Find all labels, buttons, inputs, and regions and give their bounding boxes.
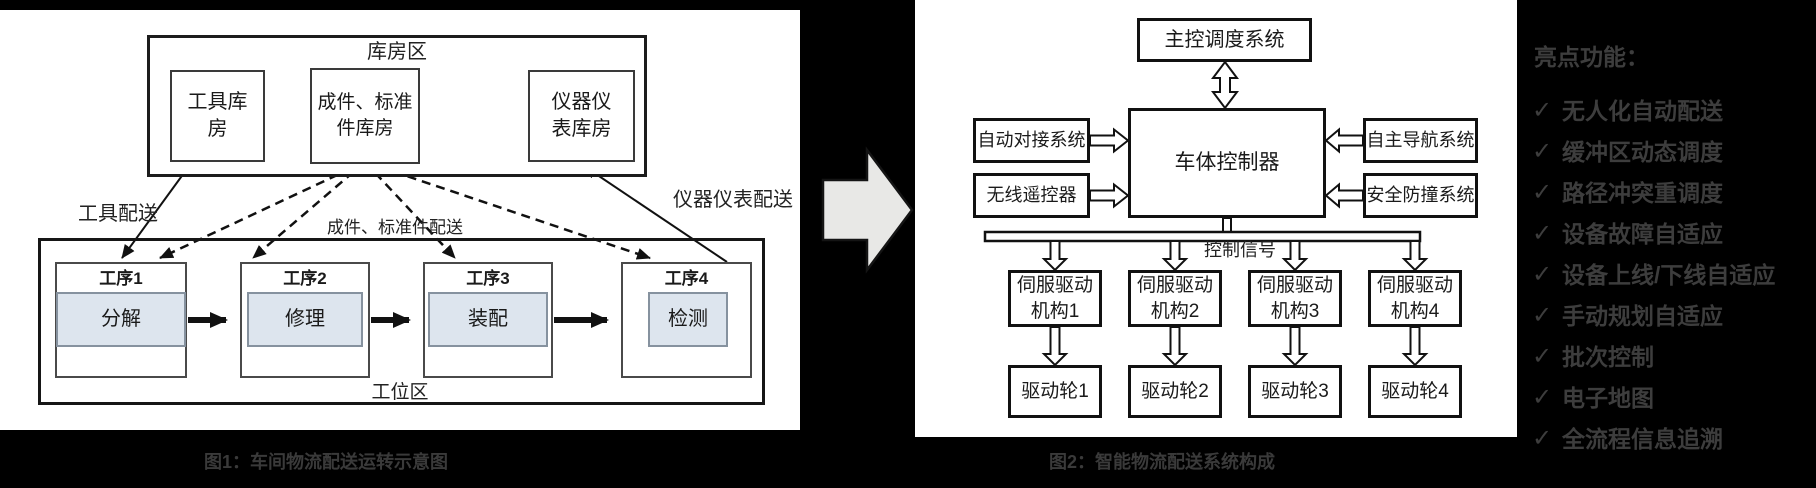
- highlight-text: 路径冲突重调度: [1562, 180, 1723, 206]
- docking-system-box: 自动对接系统: [973, 118, 1090, 163]
- highlight-text: 设备上线/下线自适应: [1562, 262, 1776, 288]
- task-assembly-box: 装配: [428, 292, 548, 347]
- list-item: ✓ 无人化自动配送: [1532, 97, 1814, 125]
- figure2-connectors: [983, 60, 1429, 367]
- check-icon: ✓: [1532, 179, 1553, 206]
- vehicle-controller-box: 车体控制器: [1128, 108, 1326, 218]
- drive-wheel-2-box: 驱动轮2: [1128, 365, 1222, 418]
- station-zone-box: [38, 238, 765, 405]
- highlight-text: 无人化自动配送: [1562, 98, 1723, 124]
- check-icon: ✓: [1532, 302, 1553, 329]
- highlight-text: 设备故障自适应: [1562, 221, 1723, 247]
- check-icon: ✓: [1532, 343, 1553, 370]
- hollow-arrows: [983, 60, 1429, 367]
- warehouse-zone-label: 库房区: [367, 41, 427, 63]
- parts-warehouse-box: 成件、标准件库房: [310, 68, 420, 164]
- highlight-text: 全流程信息追溯: [1562, 426, 1723, 452]
- instruments-delivery-label: 仪器仪表配送: [673, 189, 793, 211]
- servo-drive-4-box: 伺服驱动机构4: [1368, 270, 1462, 327]
- list-item: ✓ 电子地图: [1532, 384, 1814, 412]
- list-item: ✓ 设备上线/下线自适应: [1532, 261, 1814, 289]
- figure1-panel: 库房区 工具库房 成件、标准件库房 仪器仪表库房 工具配送 成件、标准件配送 仪…: [0, 10, 800, 430]
- figure1-connectors: [121, 160, 728, 328]
- check-icon: ✓: [1532, 261, 1553, 288]
- dashed-parts-delivery-lines: [159, 160, 651, 260]
- check-icon: ✓: [1532, 425, 1553, 452]
- highlight-text: 缓冲区动态调度: [1562, 139, 1723, 165]
- highlights-list: ✓ 无人化自动配送 ✓ 缓冲区动态调度 ✓ 路径冲突重调度 ✓ 设备故障自适应 ✓ 设备上…: [1532, 97, 1814, 453]
- highlight-text: 电子地图: [1562, 385, 1654, 411]
- check-icon: ✓: [1532, 384, 1553, 411]
- instrument-warehouse-box: 仪器仪表库房: [528, 70, 635, 162]
- list-item: ✓ 批次控制: [1532, 343, 1814, 371]
- highlight-text: 批次控制: [1562, 344, 1654, 370]
- list-item: ✓ 手动规划自适应: [1532, 302, 1814, 330]
- anticollision-system-box: 安全防撞系统: [1363, 173, 1478, 218]
- highlights-sidebar: 亮点功能： ✓ 无人化自动配送 ✓ 缓冲区动态调度 ✓ 路径冲突重调度 ✓ 设备故障自适…: [1532, 38, 1814, 467]
- solid-delivery-lines: [121, 161, 728, 263]
- navigation-system-box: 自主导航系统: [1363, 118, 1478, 163]
- parts-delivery-label: 成件、标准件配送: [327, 218, 463, 237]
- servo-drive-3-box: 伺服驱动机构3: [1248, 270, 1342, 327]
- list-item: ✓ 缓冲区动态调度: [1532, 138, 1814, 166]
- master-system-box: 主控调度系统: [1137, 18, 1312, 62]
- servo-drive-1-box: 伺服驱动机构1: [1008, 270, 1102, 327]
- drive-wheel-1-box: 驱动轮1: [1008, 365, 1102, 418]
- control-signal-label: 控制信号: [1204, 240, 1276, 260]
- servo-drive-2-box: 伺服驱动机构2: [1128, 270, 1222, 327]
- tool-warehouse-box: 工具库房: [170, 70, 265, 162]
- check-icon: ✓: [1532, 220, 1553, 247]
- task-disassemble-box: 分解: [56, 292, 186, 347]
- highlight-text: 手动规划自适应: [1562, 303, 1723, 329]
- list-item: ✓ 设备故障自适应: [1532, 220, 1814, 248]
- figure1-caption: 图1：车间物流配送运转示意图: [203, 452, 448, 472]
- task-repair-box: 修理: [247, 292, 363, 347]
- station-zone-label: 工位区: [371, 382, 429, 403]
- remote-control-box: 无线遥控器: [973, 173, 1090, 218]
- drive-wheel-3-box: 驱动轮3: [1248, 365, 1342, 418]
- check-icon: ✓: [1532, 97, 1553, 124]
- tools-delivery-label: 工具配送: [78, 203, 158, 225]
- check-icon: ✓: [1532, 138, 1553, 165]
- big-right-arrow: [821, 146, 914, 274]
- figure2-panel: 主控调度系统 车体控制器 自动对接系统 无线遥控器 自主导航系统 安全防撞系统 …: [915, 0, 1517, 437]
- drive-wheel-4-box: 驱动轮4: [1368, 365, 1462, 418]
- list-item: ✓ 路径冲突重调度: [1532, 179, 1814, 207]
- list-item: ✓ 全流程信息追溯: [1532, 425, 1814, 453]
- task-test-box: 检测: [648, 292, 728, 347]
- figure2-caption: 图2：智能物流配送系统构成: [1048, 452, 1275, 472]
- highlights-title: 亮点功能：: [1534, 44, 1649, 70]
